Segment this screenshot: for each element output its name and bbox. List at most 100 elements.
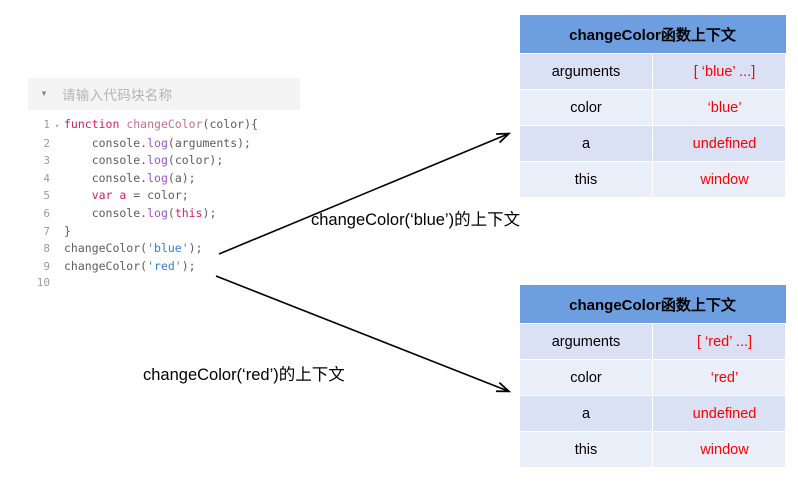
code-block-name-input[interactable]: 请输入代码块名称 xyxy=(62,88,173,104)
row-key: this xyxy=(519,161,653,198)
fold-caret-icon[interactable]: ▾ xyxy=(54,122,60,130)
line-number: 4 xyxy=(43,171,50,185)
caret-down-icon[interactable]: ▼ xyxy=(40,89,48,98)
code-line-text: console.log(arguments); xyxy=(64,135,251,152)
code-area[interactable]: 1▾function changeColor(color){2 console.… xyxy=(28,116,300,292)
code-line-text: } xyxy=(64,223,71,240)
row-value: window xyxy=(652,431,786,468)
code-line: 5 var a = color; xyxy=(28,187,300,205)
table-row: color‘blue’ xyxy=(519,89,786,126)
row-key: color xyxy=(519,89,653,126)
line-number: 2 xyxy=(43,136,50,150)
code-editor-header: ▼ 请输入代码块名称 xyxy=(28,78,300,110)
code-line-text: console.log(a); xyxy=(64,170,196,187)
code-token: console xyxy=(64,135,141,150)
code-token: ( xyxy=(202,117,210,131)
code-line: 1 ▾ function changeColor(color){ xyxy=(28,116,300,135)
row-key: a xyxy=(519,125,653,162)
code-token: changeColor( xyxy=(64,258,148,273)
code-token: } xyxy=(64,223,71,238)
row-value: window xyxy=(652,161,786,198)
code-token: log xyxy=(147,135,168,150)
code-token: . xyxy=(140,135,148,150)
row-key: color xyxy=(519,359,653,396)
table-title: changeColor函数上下文 xyxy=(519,15,786,54)
code-line: 4 console.log(a); xyxy=(28,170,300,188)
table-row: color‘red’ xyxy=(519,359,786,396)
line-number: 5 xyxy=(43,189,50,203)
code-token: log xyxy=(147,170,168,185)
code-line: 9 changeColor('red'); xyxy=(28,258,300,276)
row-key: this xyxy=(519,431,653,468)
code-token: ( xyxy=(167,205,175,220)
code-line: 8 changeColor('blue'); xyxy=(28,240,300,258)
code-token: console xyxy=(64,170,141,185)
table-row: arguments[ ‘red’ ...] xyxy=(519,323,786,360)
line-number: 1 xyxy=(43,118,50,131)
table-head: changeColor函数上下文 xyxy=(519,15,786,54)
code-token: function xyxy=(64,117,120,131)
code-token: var xyxy=(91,188,113,203)
annotation-label-blue: changeColor(‘blue’)的上下文 xyxy=(311,211,521,229)
code-token: ); xyxy=(181,258,196,273)
table-title: changeColor函数上下文 xyxy=(519,285,786,324)
table-row: arguments[ ‘blue’ ...] xyxy=(519,53,786,90)
code-token: (color); xyxy=(167,153,224,168)
code-token: log xyxy=(147,205,168,220)
code-token: log xyxy=(147,153,168,168)
code-token: console xyxy=(64,153,141,168)
code-token: . xyxy=(140,170,148,185)
code-token: console xyxy=(64,205,141,220)
code-token: 'red' xyxy=(147,258,182,273)
code-line-text: console.log(this); xyxy=(64,205,217,222)
code-token: changeColor xyxy=(126,117,203,131)
row-value: undefined xyxy=(652,395,786,432)
row-key: arguments xyxy=(519,53,653,90)
line-number: 3 xyxy=(43,154,50,168)
code-token: = color; xyxy=(126,188,189,203)
code-line-text: console.log(color); xyxy=(64,152,224,169)
line-number: 9 xyxy=(43,259,50,273)
code-line: 3 console.log(color); xyxy=(28,152,300,170)
code-token: changeColor( xyxy=(64,241,148,256)
code-token: color xyxy=(209,117,245,131)
code-token: ){ xyxy=(244,117,258,131)
code-token: this xyxy=(174,205,203,220)
code-line: 10 xyxy=(28,275,300,292)
table-head: changeColor函数上下文 xyxy=(519,285,786,324)
code-line-text: changeColor('red'); xyxy=(64,258,196,275)
code-token: (arguments); xyxy=(167,135,251,150)
annotation-label-red: changeColor(‘red’)的上下文 xyxy=(143,366,345,384)
row-value: [ ‘red’ ...] xyxy=(652,323,786,360)
row-value: undefined xyxy=(652,125,786,162)
line-number: 7 xyxy=(43,224,50,238)
code-token: . xyxy=(140,205,148,220)
code-token: (a); xyxy=(167,170,196,185)
code-editor-panel: ▼ 请输入代码块名称 1▾function changeColor(color)… xyxy=(28,78,300,292)
row-value: ‘blue’ xyxy=(652,89,786,126)
line-number: 6 xyxy=(43,206,50,220)
code-token: 'blue' xyxy=(147,241,189,256)
row-value: ‘red’ xyxy=(652,359,786,396)
row-key: a xyxy=(519,395,653,432)
code-line-text: function changeColor(color){ xyxy=(64,116,258,133)
code-token: ); xyxy=(202,205,217,220)
code-line: 2 console.log(arguments); xyxy=(28,135,300,153)
code-token: a xyxy=(119,188,127,203)
context-table-red: changeColor函数上下文 arguments[ ‘red’ ...]co… xyxy=(519,285,786,468)
code-line: 6 console.log(this); xyxy=(28,205,300,223)
context-table-blue: changeColor函数上下文 arguments[ ‘blue’ ...]c… xyxy=(519,15,786,198)
line-number: 8 xyxy=(43,242,50,256)
code-line-text: changeColor('blue'); xyxy=(64,240,203,257)
code-token: ); xyxy=(188,241,203,256)
table-header-row: changeColor函数上下文 xyxy=(519,15,786,54)
line-number: 10 xyxy=(36,276,50,290)
code-line-text: var a = color; xyxy=(64,187,189,204)
row-key: arguments xyxy=(519,323,653,360)
